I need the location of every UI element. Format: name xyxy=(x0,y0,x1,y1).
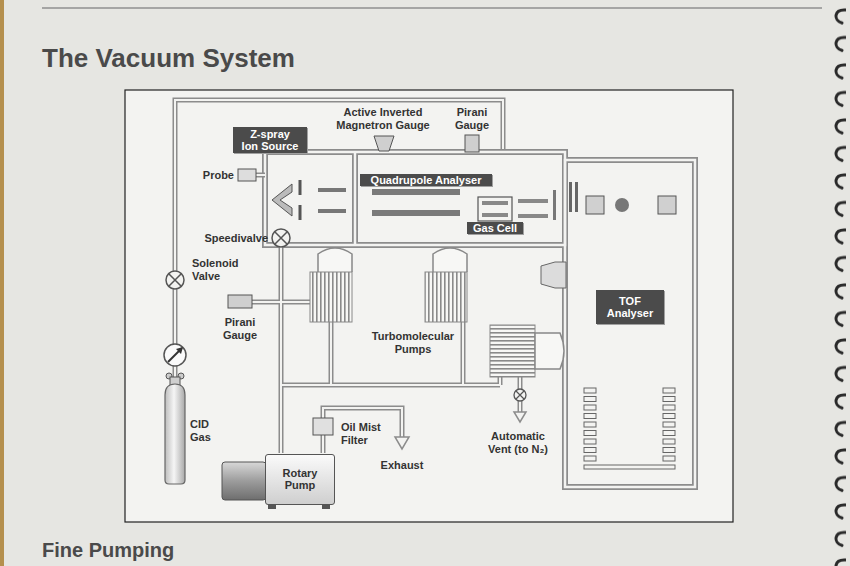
pirani-gauge xyxy=(228,295,252,308)
header-rule xyxy=(42,7,822,9)
reflectron-ring xyxy=(663,388,675,393)
filter-label: Oil Mist Filter xyxy=(341,421,393,446)
gas-cylinder xyxy=(165,384,185,484)
reflectron-ring xyxy=(663,414,675,419)
exhaust-label: Exhaust xyxy=(374,459,430,472)
valve-symbol xyxy=(169,274,181,286)
diagram-frame xyxy=(125,90,733,522)
valve-label: Solenoid Valve xyxy=(192,257,250,282)
gauge-label: Pirani Gauge xyxy=(449,106,495,131)
reflectron-ring xyxy=(584,448,596,453)
reflectron-ring xyxy=(663,439,675,444)
tof-component xyxy=(658,196,676,214)
spiral-binding xyxy=(832,0,850,566)
reflectron-ring xyxy=(584,439,596,444)
reflectron-ring xyxy=(663,456,675,461)
quadrupole-rod xyxy=(372,210,460,216)
turbo-pump xyxy=(425,272,467,322)
pump-inlet xyxy=(433,248,467,272)
ion-source-tag: Z-spray Ion Source xyxy=(233,127,307,153)
analyser-tag: Quadrupole Analyser xyxy=(360,174,492,186)
pirani-gauge xyxy=(465,135,479,152)
reflectron-ring xyxy=(663,448,675,453)
reflectron-ring xyxy=(584,397,596,402)
reflectron-ring xyxy=(663,405,675,410)
page-edge xyxy=(0,0,4,566)
node-text: Quadrupole Analyser xyxy=(368,174,484,186)
reflectron xyxy=(584,388,675,469)
pump-inlet xyxy=(318,248,352,272)
tof-component xyxy=(615,198,629,212)
vent-arrow xyxy=(514,412,526,422)
vacuum-pipe xyxy=(175,100,520,453)
page-title: The Vacuum System xyxy=(42,43,295,73)
lens-plate xyxy=(553,190,556,220)
vacuum-pipe xyxy=(175,100,520,453)
reflectron-ring xyxy=(584,422,596,427)
probe-symbol xyxy=(238,169,256,181)
valve-symbol xyxy=(272,229,290,247)
pump-label: Turbomolecular Pumps xyxy=(369,330,457,355)
gas-label: CID Gas xyxy=(190,418,220,443)
detector-plate xyxy=(584,465,675,469)
pump-inlet xyxy=(535,333,564,369)
valve-symbol xyxy=(516,391,524,399)
node-text: Gas Cell xyxy=(472,222,518,234)
reflectron-ring xyxy=(663,431,675,436)
node-text: TOF Analyser xyxy=(604,295,656,319)
pusher-gauge xyxy=(541,262,566,288)
section-heading: Fine Pumping xyxy=(42,539,174,561)
gas-cell-body xyxy=(478,197,512,221)
magnetron-gauge xyxy=(374,136,394,151)
transfer-rod xyxy=(518,199,548,203)
reflectron-ring xyxy=(663,422,675,427)
gauge-label: Active Inverted Magnetron Gauge xyxy=(331,106,435,131)
valve-label: Speedivalve xyxy=(192,232,268,245)
slit-plate xyxy=(569,182,572,212)
tof-component xyxy=(586,196,604,214)
reflectron-ring xyxy=(584,388,596,393)
turbo-pump xyxy=(310,272,352,322)
pump-foot xyxy=(268,505,276,509)
reflectron-ring xyxy=(584,456,596,461)
vacuum-housing xyxy=(265,152,695,487)
gauge-needle xyxy=(168,348,182,362)
pump-motor xyxy=(222,462,266,500)
reflectron-ring xyxy=(584,405,596,410)
gas-cell-tag: Gas Cell xyxy=(467,222,523,234)
gauge-needle xyxy=(176,347,183,354)
part-label: Probe xyxy=(194,169,234,182)
transfer-rod xyxy=(518,214,548,218)
pump-foot xyxy=(322,505,330,509)
gauge-label: Pirani Gauge xyxy=(217,316,263,341)
reflectron-ring xyxy=(663,397,675,402)
reflectron-ring xyxy=(584,414,596,419)
skimmer-plate xyxy=(299,180,302,220)
valve-symbol xyxy=(275,232,287,244)
pressure-gauge xyxy=(164,344,186,366)
turbo-pump xyxy=(490,325,535,377)
rotary-pump-box: Rotary Pump xyxy=(265,454,335,505)
valve-symbol xyxy=(166,271,184,289)
quadrupole-rod xyxy=(372,189,460,195)
oil-mist-filter xyxy=(313,418,333,435)
exhaust-arrow xyxy=(395,437,409,449)
reflectron-ring xyxy=(584,431,596,436)
sample-cone xyxy=(272,184,292,216)
node-text: Rotary Pump xyxy=(270,467,330,492)
vacuum-housing xyxy=(265,152,695,487)
hexapole-rod xyxy=(482,213,508,217)
analyser-tag: TOF Analyser xyxy=(596,290,664,324)
node-text: Z-spray Ion Source xyxy=(241,128,299,152)
hexapole-rod xyxy=(482,201,508,205)
slit-plate xyxy=(575,182,578,212)
valve-symbol xyxy=(514,389,526,401)
ion-guide xyxy=(318,190,346,211)
vent-label: Automatic Vent (to N₂) xyxy=(485,430,551,455)
